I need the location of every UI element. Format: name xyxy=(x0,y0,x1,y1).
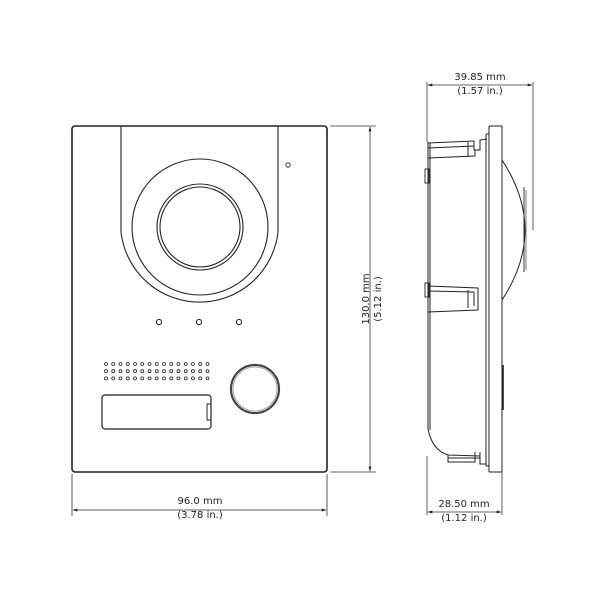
status-led-1 xyxy=(155,318,163,326)
name-plate-tab xyxy=(206,403,212,421)
indicator-led xyxy=(285,162,291,168)
grille-hole xyxy=(162,362,166,366)
grille-hole xyxy=(191,362,195,366)
grille-hole xyxy=(169,369,174,374)
front-view xyxy=(71,125,328,473)
camera-channel xyxy=(120,126,279,303)
upper-clip xyxy=(427,138,488,159)
grille-hole xyxy=(205,369,210,374)
grille-hole xyxy=(133,376,137,381)
call-button xyxy=(229,363,281,415)
grille-hole xyxy=(183,376,188,381)
grille-hole xyxy=(125,376,130,381)
name-plate xyxy=(101,394,212,430)
grille-hole xyxy=(162,369,166,374)
depth-total-mm: 39.85 mm xyxy=(454,72,506,83)
lower-clip xyxy=(447,452,486,465)
camera-dome xyxy=(501,159,526,301)
depth-body-mm: 28.50 mm xyxy=(438,499,490,510)
grille-hole xyxy=(104,376,108,381)
grille-hole xyxy=(133,362,137,366)
grille-hole xyxy=(154,369,159,374)
height-mm: 130.0 mm xyxy=(361,273,372,325)
grille-hole xyxy=(154,376,159,381)
grille-hole xyxy=(198,369,203,374)
speaker-grille xyxy=(104,362,210,381)
camera-outer-ring xyxy=(131,158,269,296)
grille-hole xyxy=(205,362,210,366)
depth-total-label: 39.85 mm (1.57 in.) xyxy=(430,72,530,98)
depth-dimension-bottom xyxy=(426,456,503,515)
grille-hole xyxy=(162,376,166,381)
grille-hole xyxy=(198,362,203,366)
side-view xyxy=(424,125,527,473)
grille-hole xyxy=(191,376,195,381)
status-led-3 xyxy=(235,318,243,326)
mounting-box xyxy=(427,142,481,457)
width-mm: 96.0 mm xyxy=(177,496,223,507)
grille-hole xyxy=(140,362,145,366)
grille-hole xyxy=(176,376,181,381)
grille-hole xyxy=(125,362,130,366)
grille-hole xyxy=(205,376,210,381)
depth-body-in: (1.12 in.) xyxy=(441,513,487,524)
grille-hole xyxy=(118,362,123,366)
grille-hole xyxy=(169,376,174,381)
depth-body-label: 28.50 mm (1.12 in.) xyxy=(414,499,514,525)
grille-hole xyxy=(118,369,123,374)
grille-hole xyxy=(169,362,174,366)
grille-hole xyxy=(133,369,137,374)
grille-hole xyxy=(111,369,116,374)
middle-clip xyxy=(427,285,479,313)
height-label: 130.0 mm (5.12 in.) xyxy=(361,249,385,349)
grille-hole xyxy=(147,369,152,374)
front-panel-outline xyxy=(71,125,328,473)
grille-hole xyxy=(147,376,152,381)
width-label: 96.0 mm (3.78 in.) xyxy=(150,496,250,522)
width-in: (3.78 in.) xyxy=(177,510,223,521)
grille-hole xyxy=(198,376,203,381)
grille-hole xyxy=(191,369,195,374)
grille-hole xyxy=(104,362,108,366)
depth-total-in: (1.57 in.) xyxy=(457,86,503,97)
camera-lens xyxy=(156,183,244,271)
grille-hole xyxy=(154,362,159,366)
grille-hole xyxy=(104,369,108,374)
status-led-2 xyxy=(195,318,203,326)
grille-hole xyxy=(176,369,181,374)
grille-hole xyxy=(147,362,152,366)
grille-hole xyxy=(111,376,116,381)
grille-hole xyxy=(111,362,116,366)
grille-hole xyxy=(140,369,145,374)
height-dimension xyxy=(330,125,376,473)
camera-lens-inner xyxy=(159,186,241,268)
width-dimension xyxy=(71,474,328,516)
grille-hole xyxy=(125,369,130,374)
height-in: (5.12 in.) xyxy=(373,276,384,322)
grille-hole xyxy=(118,376,123,381)
grille-hole xyxy=(183,369,188,374)
front-plate xyxy=(485,125,503,473)
grille-hole xyxy=(176,362,181,366)
grille-hole xyxy=(183,362,188,366)
depth-dimension-top xyxy=(426,82,534,230)
grille-hole xyxy=(140,376,145,381)
